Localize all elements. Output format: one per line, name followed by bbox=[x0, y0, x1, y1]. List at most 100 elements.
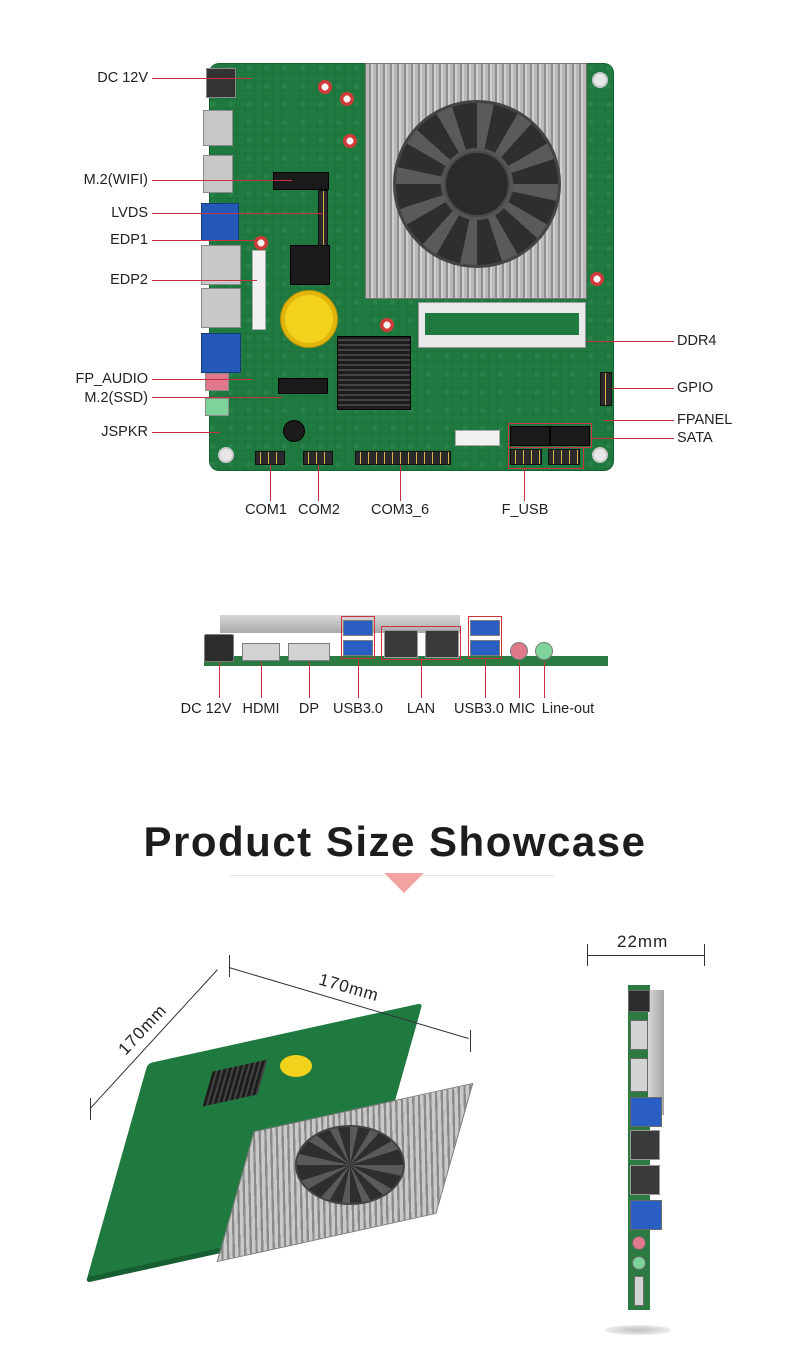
com1-header bbox=[255, 451, 285, 465]
cmos-battery bbox=[280, 290, 338, 348]
leader-line bbox=[519, 662, 520, 698]
fusb-highlight bbox=[508, 447, 584, 469]
thin-lan-port bbox=[630, 1130, 660, 1160]
label-edp2: EDP2 bbox=[110, 272, 148, 288]
thin-lan-port bbox=[630, 1165, 660, 1195]
capacitor bbox=[318, 80, 332, 94]
thin-hdmi-port bbox=[630, 1020, 648, 1050]
thin-usb-port bbox=[630, 1097, 662, 1127]
label-side-hdmi: HDMI bbox=[242, 701, 280, 717]
leader-line bbox=[612, 388, 674, 389]
usb-port-side bbox=[470, 640, 500, 656]
dimension-line-height bbox=[587, 955, 705, 956]
leader-line bbox=[270, 465, 271, 501]
pointer-triangle bbox=[384, 873, 424, 893]
usb-port bbox=[201, 203, 239, 241]
ddr4-slot bbox=[418, 302, 586, 348]
mount-hole bbox=[218, 447, 234, 463]
leader-line bbox=[544, 662, 545, 698]
dp-port bbox=[203, 155, 233, 193]
label-jspkr: JSPKR bbox=[101, 424, 148, 440]
title-divider bbox=[404, 875, 554, 876]
fan-hub bbox=[444, 151, 510, 217]
edp-connector bbox=[252, 250, 266, 330]
leader-line bbox=[152, 180, 292, 181]
thin-mic-jack bbox=[632, 1236, 646, 1250]
usb-highlight bbox=[468, 616, 502, 659]
label-lvds: LVDS bbox=[111, 205, 148, 221]
dimension-tick bbox=[90, 1098, 91, 1120]
iso-fan bbox=[295, 1125, 405, 1205]
sata-port bbox=[550, 426, 590, 446]
mic-jack bbox=[205, 373, 229, 391]
leader-line bbox=[152, 397, 282, 398]
leader-line bbox=[524, 469, 525, 501]
thin-dc-jack bbox=[628, 990, 650, 1012]
dimension-tick bbox=[470, 1030, 471, 1052]
side-pcb bbox=[204, 656, 608, 666]
m2-wifi-slot bbox=[273, 172, 329, 190]
thin-side-heatsink bbox=[648, 990, 664, 1115]
label-side-dp: DP bbox=[298, 701, 320, 717]
label-dc12v: DC 12V bbox=[97, 70, 148, 86]
label-side-dc12v: DC 12V bbox=[180, 701, 232, 717]
leader-line bbox=[152, 379, 252, 380]
capacitor bbox=[380, 318, 394, 332]
leader-line bbox=[152, 78, 252, 79]
dc-jack bbox=[206, 68, 236, 98]
label-side-line-out: Line-out bbox=[541, 701, 595, 717]
label-side-mic: MIC bbox=[508, 701, 536, 717]
capacitor bbox=[590, 272, 604, 286]
fusb-header bbox=[548, 449, 580, 465]
lan-port-side bbox=[384, 630, 418, 658]
leader-line bbox=[309, 662, 310, 698]
label-side-usb30: USB3.0 bbox=[333, 701, 383, 717]
label-com2: COM2 bbox=[298, 502, 340, 518]
thin-connector bbox=[634, 1276, 644, 1306]
label-ddr4: DDR4 bbox=[677, 333, 717, 349]
lan-highlight bbox=[381, 626, 461, 660]
com3-6-header bbox=[355, 451, 451, 465]
usb-port bbox=[201, 333, 241, 373]
thin-shadow bbox=[605, 1325, 671, 1335]
leader-line bbox=[604, 420, 674, 421]
leader-line bbox=[219, 662, 220, 698]
lineout-jack-side bbox=[535, 642, 553, 660]
leader-line bbox=[592, 438, 674, 439]
side-heatsink bbox=[220, 615, 460, 633]
dp-port-side bbox=[288, 643, 330, 661]
connector bbox=[455, 430, 500, 446]
lan-port bbox=[201, 288, 241, 328]
dimension-tick bbox=[229, 955, 230, 977]
dimension-tick bbox=[704, 944, 705, 966]
leader-line bbox=[152, 240, 257, 241]
capacitor bbox=[254, 236, 268, 250]
lineout-jack bbox=[205, 398, 229, 416]
dimension-tick bbox=[587, 944, 588, 966]
label-sata: SATA bbox=[677, 430, 713, 446]
buzzer bbox=[283, 420, 305, 442]
iso-battery bbox=[280, 1055, 312, 1077]
chip bbox=[290, 245, 330, 285]
thin-lineout-jack bbox=[632, 1256, 646, 1270]
title-divider bbox=[230, 875, 384, 876]
dc-jack-side bbox=[204, 634, 234, 662]
leader-line bbox=[152, 213, 322, 214]
leader-line bbox=[421, 660, 422, 698]
usb-port-side bbox=[343, 640, 373, 656]
com2-header bbox=[303, 451, 333, 465]
sata-port bbox=[510, 426, 550, 446]
gpio-header bbox=[600, 372, 612, 406]
fusb-header bbox=[510, 449, 542, 465]
capacitor bbox=[340, 92, 354, 106]
label-m2-ssd: M.2(SSD) bbox=[84, 390, 148, 406]
leader-line bbox=[586, 341, 674, 342]
leader-line bbox=[152, 280, 257, 281]
sata-highlight bbox=[508, 423, 592, 448]
label-edp1: EDP1 bbox=[110, 232, 148, 248]
label-f-usb: F_USB bbox=[501, 502, 549, 518]
leader-line bbox=[400, 465, 401, 501]
mic-jack-side bbox=[510, 642, 528, 660]
leader-line bbox=[318, 465, 319, 501]
thin-usb-port bbox=[630, 1200, 662, 1230]
